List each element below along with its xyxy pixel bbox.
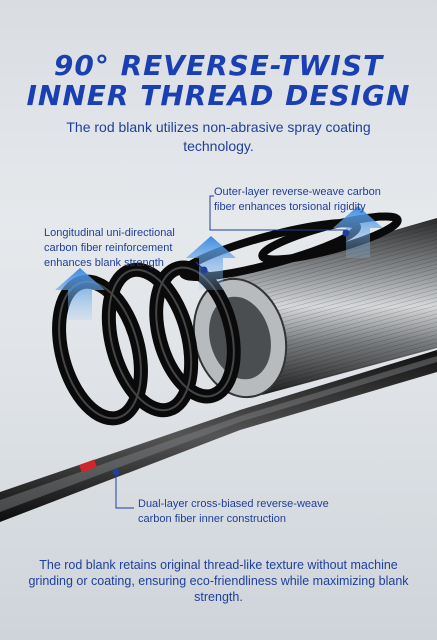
arrow-right [333, 206, 383, 258]
footer-text: The rod blank retains original thread-li… [28, 558, 409, 604]
leader-lines [112, 195, 350, 509]
title-line-2: INNER THREAD DESIGN [26, 79, 411, 112]
callout-longitudinal: Longitudinal uni-directional carbon fibe… [44, 227, 175, 269]
subtitle: The rod blank utilizes non-abrasive spra… [66, 119, 371, 154]
red-marker [79, 459, 97, 473]
arrow-middle [186, 236, 236, 290]
callout-inner-construction: Dual-layer cross-biased reverse-weave ca… [138, 498, 329, 525]
title-line-1: 90° REVERSE-TWIST [53, 49, 384, 82]
carbon-fiber-highlights [58, 266, 235, 420]
rod-thin-section [0, 350, 437, 522]
arrow-left [55, 268, 105, 320]
rod-main-tube [192, 218, 437, 399]
callout-outer-layer: Outer-layer reverse-weave carbon fiber e… [214, 186, 381, 213]
